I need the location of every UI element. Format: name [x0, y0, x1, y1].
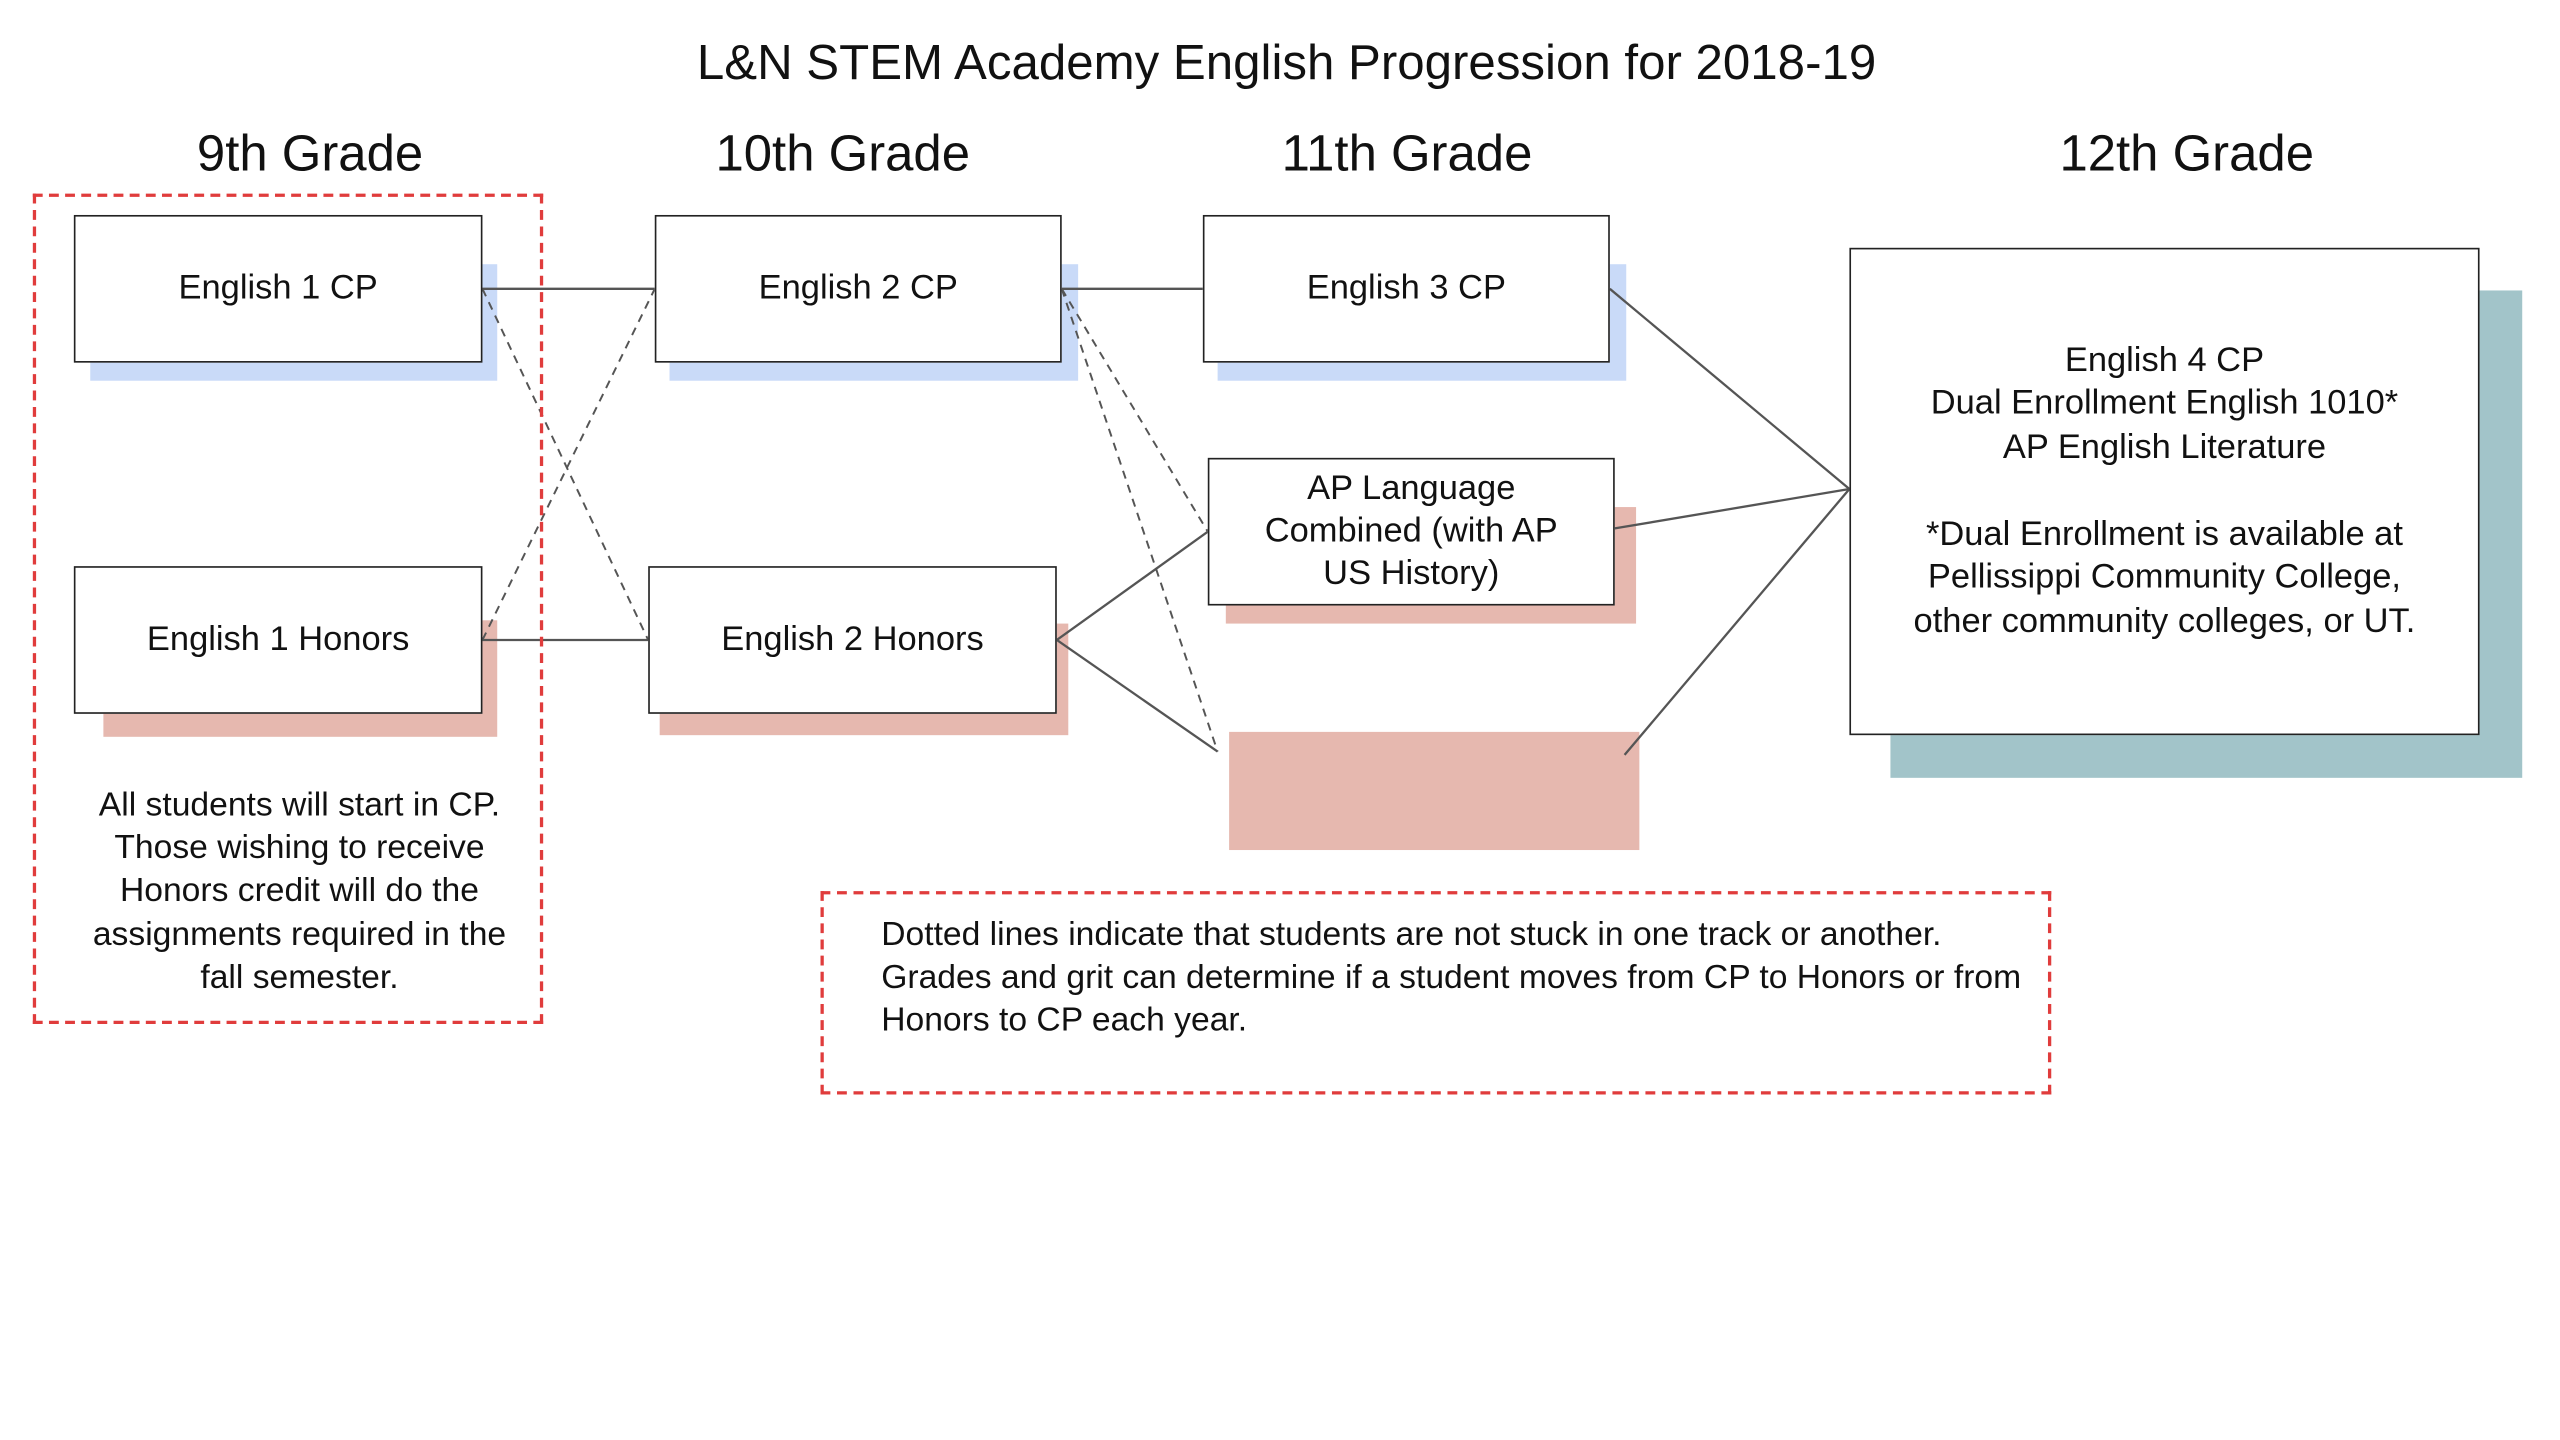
english1-cp-box: English 1 CP	[73, 214, 483, 363]
dotted-e1cp-to-e2h	[481, 288, 650, 641]
ap-language-box: AP Language Combined (with AP US History…	[1207, 457, 1615, 606]
english2-cp-box: English 2 CP	[654, 214, 1062, 363]
grade12-options-box: English 4 CP Dual Enrollment English 101…	[1849, 247, 2480, 736]
dotted-lines-note-frame	[820, 891, 2052, 1095]
line-aplang-to-grade12	[1614, 487, 1850, 530]
english2-honors-box: English 2 Honors	[648, 566, 1057, 714]
ninth-grade-note: All students will start in CP. Those wis…	[92, 786, 507, 996]
english3-cp-box: English 3 CP	[1202, 214, 1610, 363]
line-e2h-to-honors11	[1056, 639, 1219, 753]
grade-9-header: 9th Grade	[196, 124, 424, 183]
dotted-e2cp-to-honors11	[1060, 288, 1219, 752]
grade-12-header: 12th Grade	[2059, 124, 2314, 183]
english1-honors-box: English 1 Honors	[73, 566, 483, 714]
line-e2h-to-aplang	[1056, 530, 1209, 641]
dotted-lines-note: Dotted lines indicate that students are …	[881, 915, 2022, 1040]
english3-honors-block	[1229, 731, 1640, 851]
dotted-e1h-to-e2cp	[481, 288, 656, 641]
ninth-grade-frame	[32, 193, 544, 1024]
dotted-e2cp-to-aplang	[1060, 288, 1209, 533]
grade-11-header: 11th Grade	[1281, 124, 1533, 183]
diagram-title: L&N STEM Academy English Progression for…	[696, 36, 1877, 91]
line-honors11-to-grade12	[1623, 488, 1851, 756]
line-e3cp-to-grade12	[1609, 287, 1851, 490]
grade-10-header: 10th Grade	[715, 124, 971, 183]
